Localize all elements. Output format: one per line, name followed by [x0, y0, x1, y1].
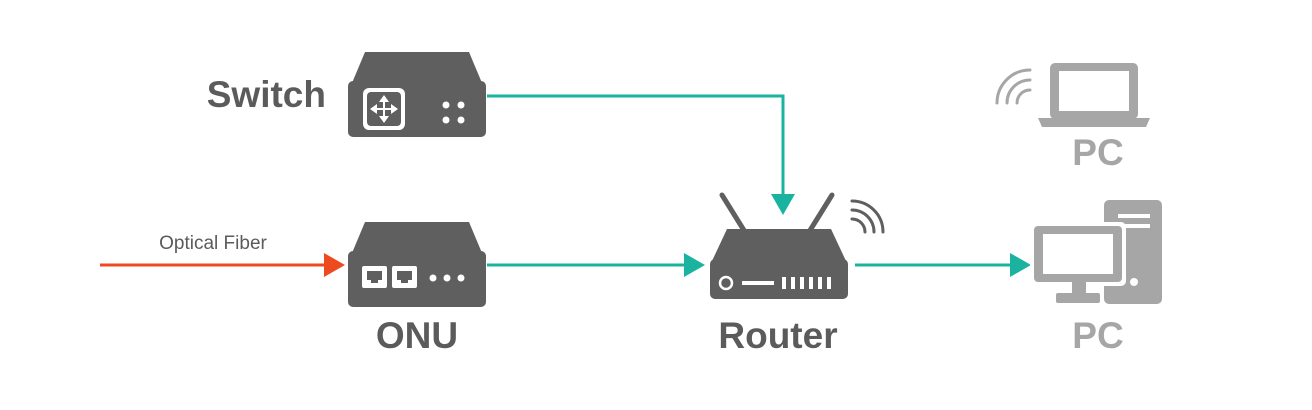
laptop-icon — [1038, 63, 1150, 127]
laptop-pc-label: PC — [1072, 132, 1123, 173]
router-icon — [710, 192, 848, 299]
wifi-icon — [850, 199, 885, 234]
desktop-pc-label: PC — [1072, 315, 1123, 356]
onu-router-link — [487, 253, 705, 277]
optical-fiber-label: Optical Fiber — [159, 233, 267, 254]
onu-icon — [348, 222, 486, 307]
onu-label: ONU — [376, 315, 458, 356]
switch-icon — [348, 52, 486, 137]
optical-fiber-link — [100, 253, 345, 277]
router-pc-link — [855, 253, 1031, 277]
connections — [100, 94, 1031, 277]
desktop-pc-icon — [1030, 200, 1162, 304]
laptop-wifi-icon — [995, 68, 1032, 105]
switch-label: Switch — [207, 74, 326, 115]
router-label: Router — [718, 315, 837, 356]
switch-router-link — [487, 94, 795, 215]
